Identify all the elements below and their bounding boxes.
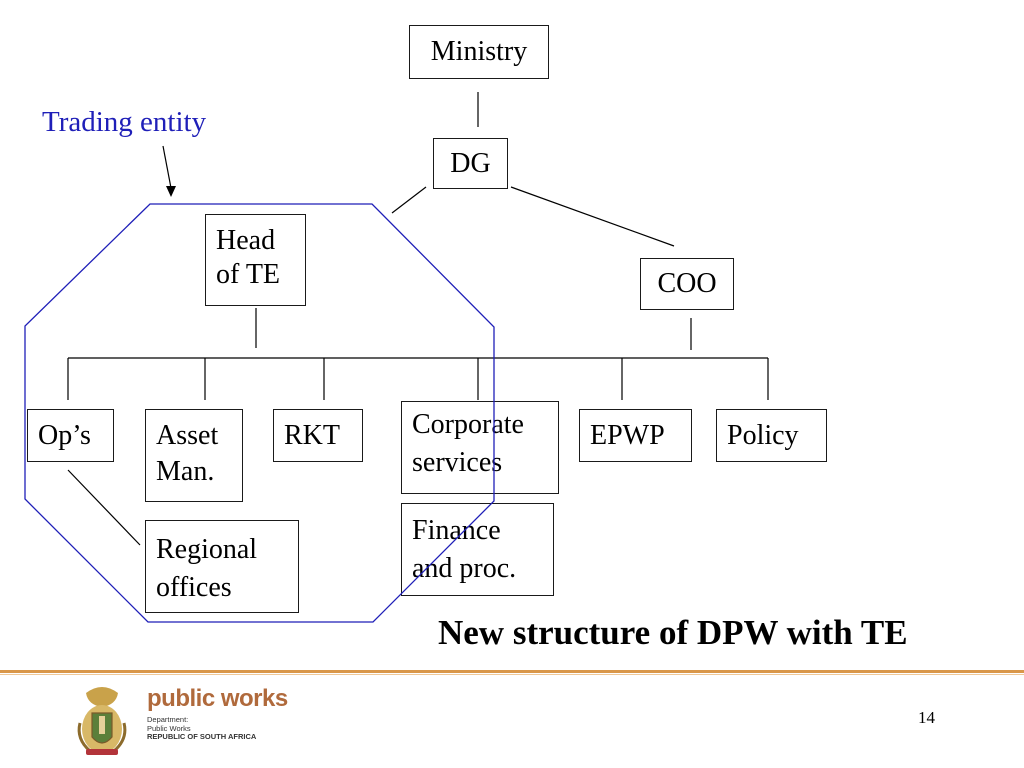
node-label-line: Finance (412, 515, 501, 546)
slide-title: New structure of DPW with TE (438, 613, 908, 652)
brand-sub-line: Department: (147, 715, 189, 724)
node-ministry: Ministry (409, 25, 549, 79)
connector-dg-coo (510, 186, 675, 247)
brand-block: public works Department: Public Works RE… (147, 686, 288, 742)
footer-divider (0, 670, 1024, 673)
coat-of-arms-icon (77, 687, 127, 755)
node-corporate-services: Corporate services (401, 401, 559, 494)
node-label-line: offices (156, 572, 232, 603)
node-label-line: of TE (216, 259, 281, 290)
node-label-line: services (412, 447, 503, 478)
node-head-of-te: Head of TE (205, 214, 306, 306)
trading-entity-label: Trading entity (42, 106, 207, 138)
node-label: COO (657, 268, 717, 299)
node-finance-proc: Finance and proc. (401, 503, 554, 596)
node-policy: Policy (716, 409, 827, 462)
connector-ops-regional (67, 469, 141, 546)
node-epwp: EPWP (579, 409, 692, 462)
brand-sub-line: Public Works (147, 723, 191, 733)
node-ops: Op’s (27, 409, 114, 462)
brand-name: public works (147, 685, 288, 712)
node-label: RKT (284, 420, 340, 451)
arrow-head-icon (166, 186, 176, 197)
node-asset-man: Asset Man. (145, 409, 243, 502)
page-number: 14 (918, 708, 935, 727)
node-label-line: Regional (156, 534, 258, 565)
trading-entity-arrow (162, 145, 172, 189)
node-regional-offices: Regional offices (145, 520, 299, 613)
connector-dg-head (391, 186, 427, 214)
node-rkt: RKT (273, 409, 363, 462)
node-label: Ministry (430, 36, 528, 67)
node-dg: DG (433, 138, 508, 189)
node-label-line: Man. (156, 456, 215, 487)
node-label: EPWP (590, 420, 665, 451)
node-label: Policy (727, 420, 799, 451)
node-label: Op’s (38, 420, 91, 451)
node-label-line: and proc. (412, 553, 517, 584)
footer-divider-shadow (0, 674, 1024, 675)
node-label-line: Asset (156, 420, 219, 451)
brand-sub-line: REPUBLIC OF SOUTH AFRICA (147, 732, 257, 741)
node-label: DG (450, 148, 491, 179)
node-label-line: Corporate (412, 409, 524, 440)
node-coo: COO (640, 258, 734, 310)
